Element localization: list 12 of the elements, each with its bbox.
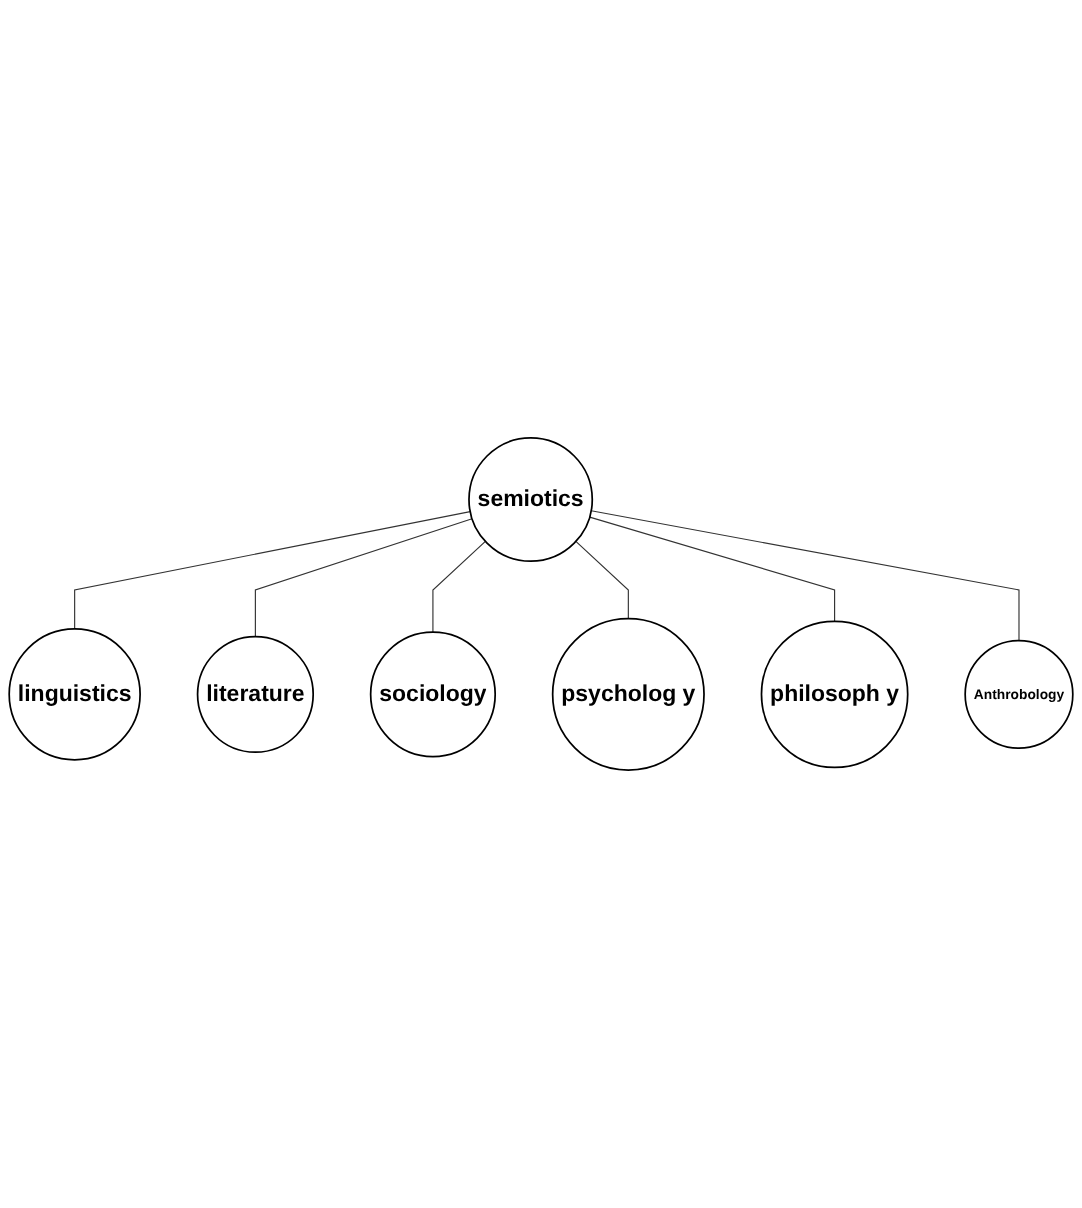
connector bbox=[575, 540, 629, 620]
node-circle: semiotics bbox=[468, 437, 594, 563]
node-circle: philosoph y bbox=[760, 620, 909, 769]
node-circle: literature bbox=[196, 635, 315, 754]
connector bbox=[589, 516, 836, 622]
node-circle: linguistics bbox=[8, 628, 141, 761]
node-circle: sociology bbox=[369, 631, 497, 758]
connector bbox=[590, 510, 1020, 642]
node-circle: psycholog y bbox=[551, 617, 705, 771]
connector bbox=[74, 511, 471, 630]
connector bbox=[254, 518, 473, 638]
connector bbox=[432, 540, 486, 633]
